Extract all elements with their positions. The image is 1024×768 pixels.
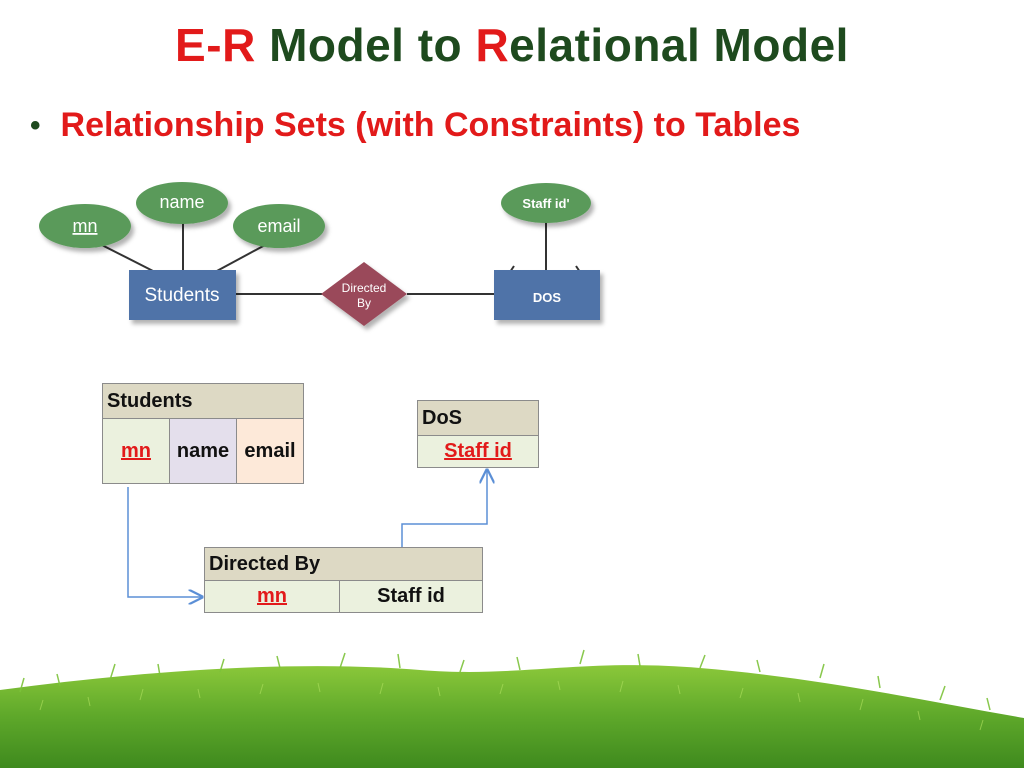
title-model-to: Model to [255,19,476,71]
dos-table-title: DoS [417,400,539,436]
bullet-dot-icon: • [30,108,41,142]
relationship-label-line2: By [357,296,371,310]
fk-arrow-mn [127,487,202,597]
slide-title: E-R Model to Relational Model [0,18,1024,72]
title-r: R [222,19,256,71]
entity-dos [494,270,600,320]
directed-by-col-staff-id: Staff id [339,580,483,613]
students-col-name: name [169,418,237,484]
grass-decoration [0,649,1024,768]
title-r2: R [475,19,510,71]
relationship-label-line1: Directed [342,281,387,295]
title-dash: - [206,19,223,71]
entity-dos-label: DOS [533,290,562,305]
attribute-name-label: name [159,192,204,212]
entity-students [129,270,236,320]
attribute-name [136,182,228,224]
attribute-email-label: email [257,216,300,236]
dos-col-staff-id: Staff id [417,435,539,468]
directed-by-table: Directed By mn Staff id [204,547,483,613]
students-col-email: email [236,418,304,484]
dos-table: DoS Staff id [417,400,539,468]
attribute-mn-label: mn [72,216,97,236]
students-table: Students mn name email [102,383,304,484]
bullet-text: Relationship Sets (with Constraints) to … [60,106,801,144]
students-table-title: Students [102,383,304,419]
entity-students-label: Students [145,285,220,306]
attribute-mn [39,204,131,248]
students-col-mn: mn [102,418,170,484]
directed-by-col-mn: mn [204,580,340,613]
relationship-directed-by [321,262,407,326]
attribute-staff-id [501,183,591,223]
directed-by-table-title: Directed By [204,547,483,581]
bullet-point: • Relationship Sets (with Constraints) t… [30,106,800,145]
title-e: E [175,19,207,71]
attribute-email [233,204,325,248]
attribute-staff-id-label: Staff id' [522,196,569,211]
title-elational: elational Model [509,19,849,71]
